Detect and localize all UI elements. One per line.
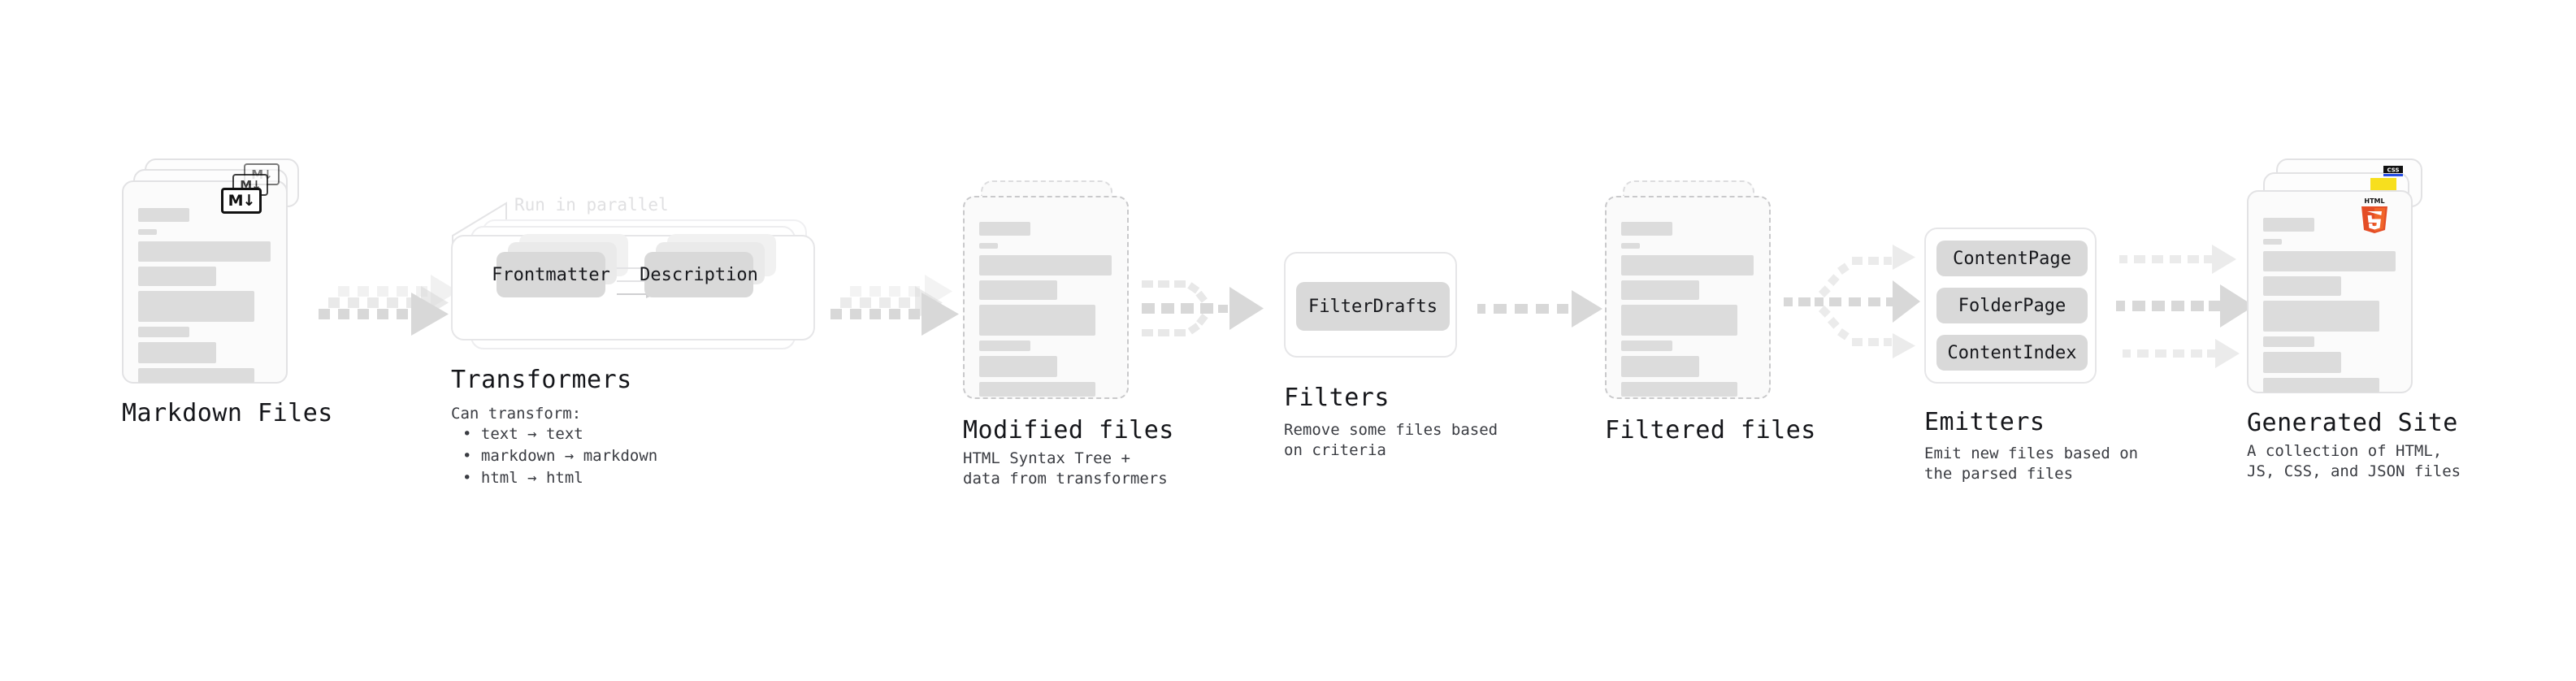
chip-label: FilterDrafts <box>1308 296 1438 317</box>
transformer-chip-description[interactable]: Description <box>640 252 758 297</box>
connector-filtered-to-emitters <box>1784 245 1920 358</box>
doc-line <box>2263 352 2341 373</box>
markdown-card-front <box>122 180 288 384</box>
emitters-panel: ContentPage FolderPage ContentIndex <box>1924 228 2097 384</box>
emitter-chip-contentindex[interactable]: ContentIndex <box>1936 335 2088 371</box>
chip-label: ContentPage <box>1953 248 2071 269</box>
stage-title-transformers: Transformers <box>451 366 632 394</box>
doc-line <box>138 368 254 383</box>
stage-emitters: ContentPage FolderPage ContentIndex Emit… <box>1924 228 2192 488</box>
filter-chip-filterdrafts[interactable]: FilterDrafts <box>1296 282 1450 331</box>
doc-line <box>1621 243 1640 249</box>
doc-line <box>1621 305 1737 336</box>
doc-line <box>979 222 1030 236</box>
doc-line <box>979 340 1030 351</box>
stage-title-emitters: Emitters <box>1924 408 2045 436</box>
connector-emitters-to-site <box>2116 245 2254 368</box>
filtered-card-front <box>1605 196 1771 399</box>
doc-line <box>979 356 1057 377</box>
doc-line <box>138 229 157 235</box>
stage-generated-site: CSS HTML Generated Site A collection of … <box>2247 158 2523 484</box>
emitter-chip-folderpage[interactable]: FolderPage <box>1936 288 2088 323</box>
stage-modified-files: Modified files HTML Syntax Tree + data f… <box>963 180 1199 497</box>
chip-label: FolderPage <box>1958 295 2066 316</box>
stage-title-filtered: Filtered files <box>1605 416 1816 445</box>
doc-line <box>138 241 271 262</box>
doc-line <box>1621 255 1754 275</box>
stage-title-markdown: Markdown Files <box>122 399 333 427</box>
doc-line <box>138 208 189 222</box>
emitter-chip-contentpage[interactable]: ContentPage <box>1936 241 2088 276</box>
transformer-bullet-1: • markdown → markdown <box>462 447 658 465</box>
doc-line <box>2263 276 2341 296</box>
doc-line <box>979 280 1057 300</box>
doc-line <box>138 267 216 286</box>
doc-line <box>979 382 1095 397</box>
doc-line <box>2263 336 2314 347</box>
doc-line <box>979 255 1112 275</box>
transformer-bullet-2: • html → html <box>462 469 583 487</box>
stage-transformers: Run in parallel Frontmatter Description <box>451 189 874 505</box>
doc-line <box>1621 340 1672 351</box>
modified-card-front <box>963 196 1129 399</box>
connector-transformers-to-modified <box>830 275 959 336</box>
css3-icon: CSS <box>2383 166 2403 176</box>
markdown-icon: M↓ <box>221 188 262 214</box>
html5-icon: HTML <box>2361 197 2387 233</box>
doc-line <box>138 342 216 363</box>
doc-line <box>979 243 998 249</box>
doc-line <box>2263 239 2282 245</box>
doc-line <box>138 327 189 337</box>
stage-subtitle-modified: HTML Syntax Tree + data from transformer… <box>963 449 1168 488</box>
doc-line <box>1621 356 1699 377</box>
stage-markdown-files: M↓ M↓ M↓ Markdown Files <box>122 158 333 475</box>
doc-line <box>2263 378 2379 393</box>
doc-line <box>1621 222 1672 236</box>
doc-line <box>138 291 254 322</box>
transformer-bullet-0: • text → text <box>462 425 583 443</box>
markdown-icon-glyph: M <box>228 192 244 210</box>
doc-line <box>1621 382 1737 397</box>
doc-line <box>979 305 1095 336</box>
transformer-chip-frontmatter[interactable]: Frontmatter <box>492 252 610 297</box>
stage-subtitle-transformers: Can transform: <box>451 405 582 423</box>
run-in-parallel-label: Run in parallel <box>514 195 669 215</box>
stage-title-modified: Modified files <box>963 416 1174 445</box>
html5-wordmark: HTML <box>2364 197 2384 205</box>
stage-subtitle-filters: Remove some files based on criteria <box>1284 421 1498 459</box>
filters-panel: FilterDrafts <box>1284 252 1457 358</box>
svg-text:CSS: CSS <box>2387 167 2399 174</box>
doc-line <box>2263 218 2314 232</box>
connector-modified-to-filters <box>1142 280 1264 336</box>
doc-line <box>1621 280 1699 300</box>
stage-title-generated-site: Generated Site <box>2247 409 2458 437</box>
chip-label: ContentIndex <box>1947 342 2077 363</box>
stage-title-filters: Filters <box>1284 384 1390 412</box>
chip-label: Frontmatter <box>492 264 610 285</box>
stage-subtitle-emitters: Emit new files based on the parsed files <box>1924 445 2139 483</box>
doc-line <box>2263 301 2379 332</box>
stage-filtered-files: Filtered files <box>1605 180 1841 497</box>
javascript-icon <box>2370 178 2396 192</box>
connector-filters-to-filtered <box>1477 290 1602 327</box>
stage-subtitle-generated-site: A collection of HTML, JS, CSS, and JSON … <box>2247 442 2461 480</box>
doc-line <box>2263 251 2396 271</box>
chip-label: Description <box>640 264 758 285</box>
connector-md-to-transformers <box>319 275 458 336</box>
stage-filters: FilterDrafts Filters Remove some files b… <box>1284 252 1528 496</box>
